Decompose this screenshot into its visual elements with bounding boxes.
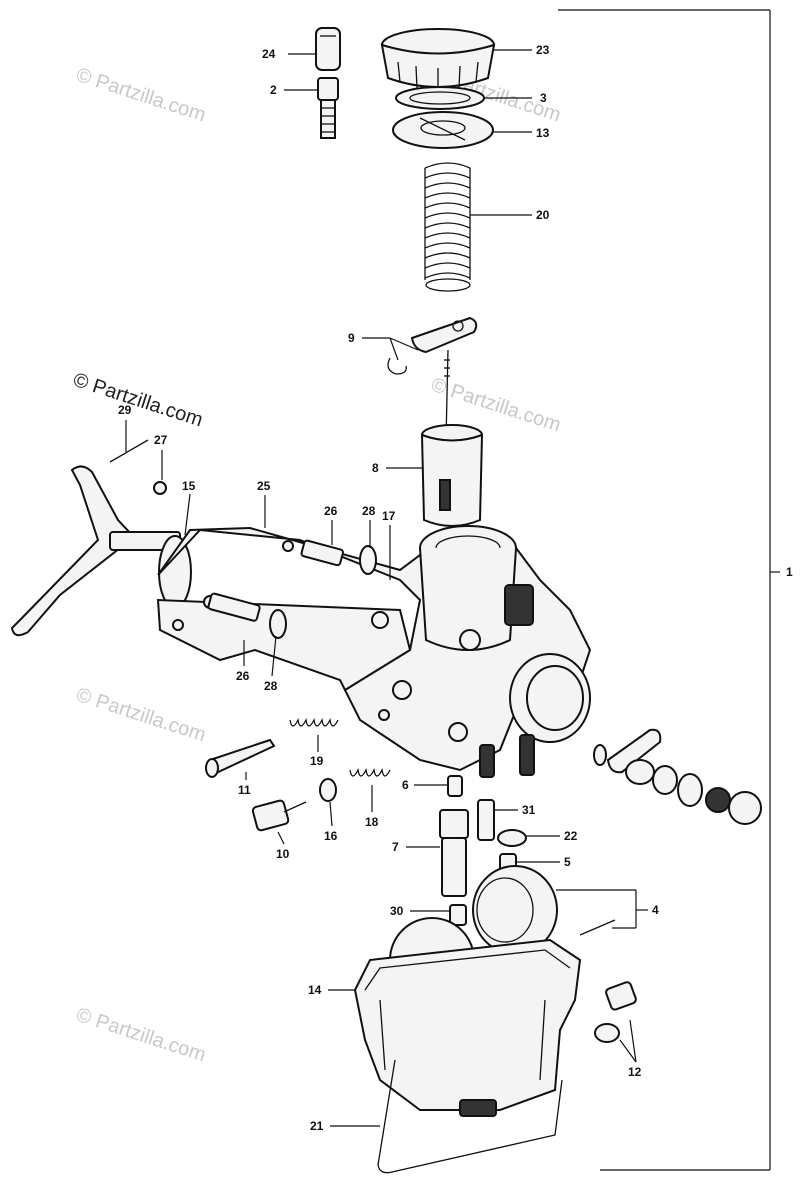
callout-2: 2 — [270, 83, 277, 97]
callout-26-lower: 26 — [236, 669, 250, 683]
jets — [439, 775, 527, 897]
callout-8: 8 — [372, 461, 379, 475]
watermark-1: © Partzilla.com — [73, 64, 208, 127]
callout-29: 29 — [118, 403, 132, 417]
callout-5: 5 — [564, 855, 571, 869]
float-assembly — [449, 853, 616, 955]
top-seal — [395, 86, 485, 110]
callout-22: 22 — [564, 829, 578, 843]
assembly-bracket — [558, 9, 780, 1171]
callout-13: 13 — [536, 126, 550, 140]
callout-28-upper: 28 — [362, 504, 376, 518]
watermark-5: © Partzilla.com — [73, 1004, 208, 1067]
cable-adjuster — [317, 77, 339, 139]
callout-30: 30 — [390, 904, 404, 918]
throttle-stop-screw — [205, 717, 339, 778]
watermark-4: © Partzilla.com — [73, 684, 208, 747]
mounting-screws — [207, 539, 377, 639]
callout-7: 7 — [392, 840, 399, 854]
callout-14: 14 — [308, 983, 322, 997]
callout-24: 24 — [262, 47, 276, 61]
choke-lever — [10, 465, 181, 637]
callout-17: 17 — [382, 509, 396, 523]
callout-4: 4 — [652, 903, 659, 917]
callout-21: 21 — [310, 1119, 324, 1133]
callout-12: 12 — [628, 1065, 642, 1079]
callout-27: 27 — [154, 433, 168, 447]
air-screw — [251, 767, 391, 832]
throttle-spring — [424, 162, 471, 292]
callout-15: 15 — [182, 479, 196, 493]
pin-and-washer — [109, 439, 167, 495]
callout-9: 9 — [348, 331, 355, 345]
needle-clip — [387, 316, 478, 375]
callout-19: 19 — [310, 754, 324, 768]
idle-adjust-parts — [593, 728, 762, 825]
callout-28-lower: 28 — [264, 679, 278, 693]
choke-gasket — [158, 535, 192, 609]
callout-16: 16 — [324, 829, 338, 843]
watermark-main: © Partzilla.com — [70, 369, 205, 432]
cable-plate — [392, 111, 494, 149]
drain-screw — [594, 981, 637, 1043]
mixing-chamber-top — [380, 28, 496, 90]
carburetor-body — [156, 525, 592, 778]
callout-6: 6 — [402, 778, 409, 792]
callout-26-upper: 26 — [324, 504, 338, 518]
leader-lines — [125, 49, 648, 1127]
callout-1: 1 — [786, 565, 793, 579]
callout-labels: 24 2 23 3 13 20 9 8 29 27 15 25 26 28 17… — [118, 43, 793, 1133]
callout-11: 11 — [238, 783, 251, 797]
throttle-valve — [420, 424, 484, 527]
callout-10: 10 — [276, 847, 290, 861]
float-bowl — [353, 917, 582, 1174]
callout-3: 3 — [540, 91, 547, 105]
callout-31: 31 — [522, 803, 536, 817]
callout-25: 25 — [257, 479, 271, 493]
callout-18: 18 — [365, 815, 379, 829]
callout-20: 20 — [536, 208, 550, 222]
cable-adjuster-cap — [315, 27, 341, 71]
callout-23: 23 — [536, 43, 550, 57]
